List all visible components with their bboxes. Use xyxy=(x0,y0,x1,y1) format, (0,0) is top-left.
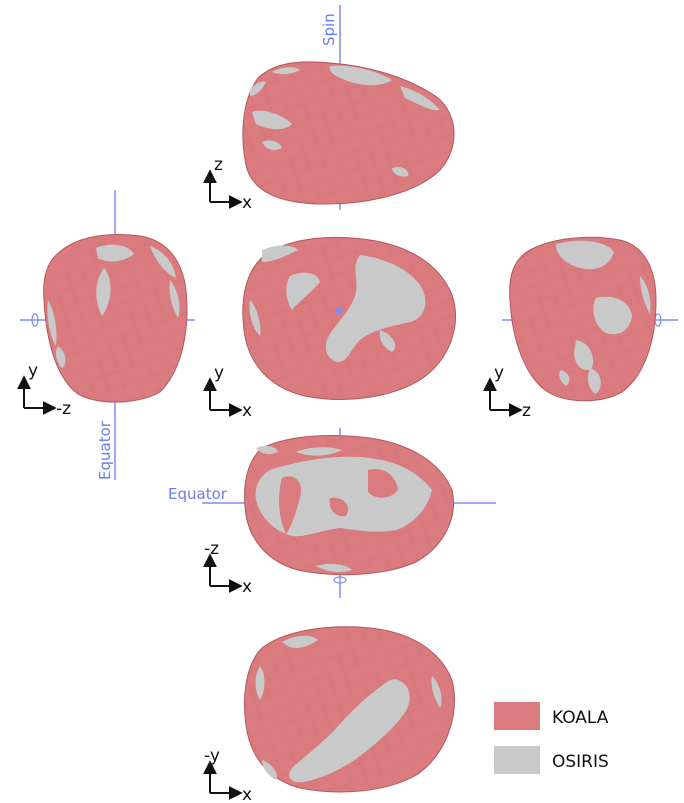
axis-label-vertical: -z xyxy=(204,539,219,559)
axis-label-horizontal: x xyxy=(242,577,252,597)
axis-indicator-lower: -z x xyxy=(204,539,252,597)
axis-label-vertical: y xyxy=(214,363,224,383)
axis-label-vertical: y xyxy=(494,363,504,383)
legend-swatch-osiris xyxy=(494,746,540,774)
view-right: y z xyxy=(490,237,678,421)
axis-label-vertical: y xyxy=(28,361,38,381)
spin-pole-marker xyxy=(336,308,343,315)
legend-label-koala: KOALA xyxy=(552,708,609,728)
axis-label-horizontal: x xyxy=(242,785,252,803)
axis-indicator-right: y z xyxy=(490,363,531,421)
axis-indicator-center: y x xyxy=(210,363,252,421)
axis-label-vertical: z xyxy=(214,155,223,175)
axis-label-horizontal: -z xyxy=(56,399,71,419)
equator-lower-label: Equator xyxy=(168,485,228,503)
legend-swatch-koala xyxy=(494,702,540,730)
legend-label-osiris: OSIRIS xyxy=(552,752,609,772)
view-left: Equator y -z xyxy=(20,190,195,480)
axis-indicator-bottom: -y x xyxy=(204,746,252,803)
equator-left-label: Equator xyxy=(96,420,114,480)
axis-label-horizontal: z xyxy=(522,401,531,421)
axis-label-vertical: -y xyxy=(204,746,220,766)
view-lower: Equator -z x xyxy=(168,428,496,598)
view-top: Spin z x xyxy=(210,5,454,213)
spin-label: Spin xyxy=(320,13,338,46)
axis-label-horizontal: x xyxy=(242,193,252,213)
legend: KOALA OSIRIS xyxy=(494,702,609,774)
view-center: y x xyxy=(210,237,455,421)
axis-label-horizontal: x xyxy=(242,401,252,421)
view-bottom: -y x xyxy=(204,627,454,803)
